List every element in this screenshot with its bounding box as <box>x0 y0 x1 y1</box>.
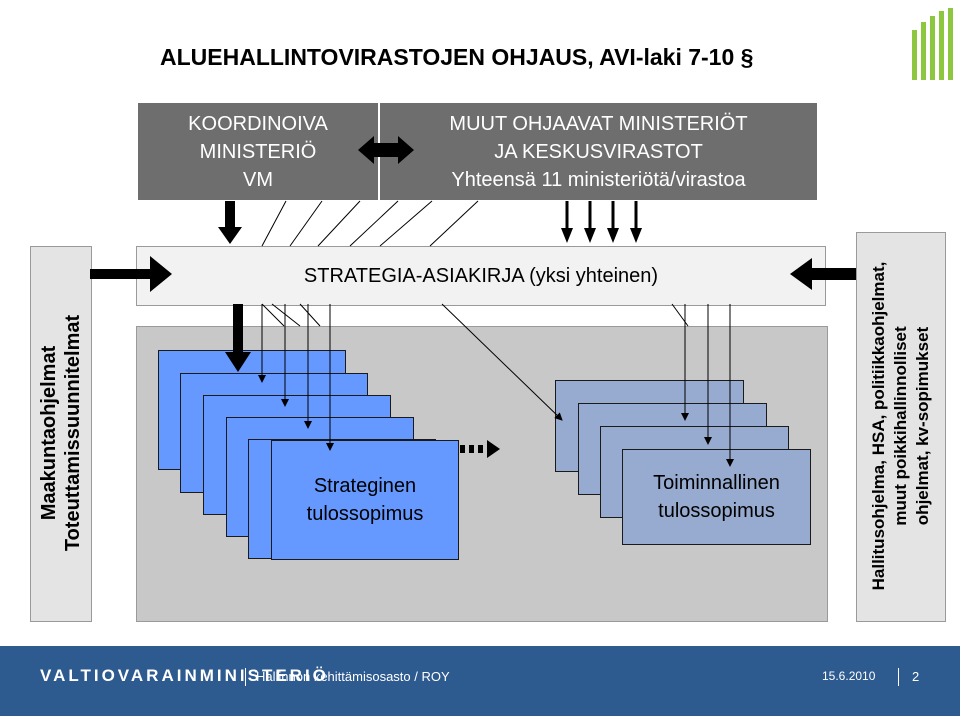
left-side-panel: Maakuntaohjelmat Toteuttamissuunnitelmat <box>30 246 92 622</box>
right-panel-arrow-icon <box>790 258 856 290</box>
other-line2: JA KESKUSVIRASTOT <box>494 140 703 163</box>
logo-bars-icon <box>912 8 953 80</box>
other-ministries-box: MUUT OHJAAVAT MINISTERIÖT JA KESKUSVIRAS… <box>380 103 817 200</box>
strategic-line2: tulossopimus <box>306 503 424 525</box>
coordinating-ministry-box: KOORDINOIVA MINISTERIÖ VM <box>138 103 378 200</box>
footer-bar: VALTIOVARAINMINISTERIÖ Hallinnon kehittä… <box>0 646 960 716</box>
right-side-panel: Hallitusohjelma, HSA, politiikkaohjelmat… <box>856 232 946 622</box>
strategy-document-label: STRATEGIA-ASIAKIRJA (yksi yhteinen) <box>303 264 659 287</box>
double-arrow-icon <box>358 136 414 164</box>
small-down-arrows-icon <box>561 201 642 243</box>
coordinating-line3: VM <box>243 168 273 191</box>
dashed-arrow-icon <box>460 440 500 458</box>
coordinating-line2: MINISTERIÖ <box>199 140 317 163</box>
page-title: ALUEHALLINTOVIRASTOJEN OHJAUS, AVI-laki … <box>160 44 754 70</box>
other-line3: Yhteensä 11 ministeriötä/virastoa <box>451 168 746 191</box>
footer-department: Hallinnon kehittämisosasto / ROY <box>256 669 450 684</box>
left-panel-arrow-icon <box>90 256 172 292</box>
thick-arrow-strategic-icon <box>225 304 251 372</box>
footer-divider-2 <box>898 668 899 686</box>
connector-arrows <box>90 136 856 467</box>
strategic-agreement-card: Strateginen tulossopimus <box>271 440 459 560</box>
other-line1: MUUT OHJAAVAT MINISTERIÖT <box>449 112 748 135</box>
operational-agreement-card: Toiminnallinen tulossopimus <box>622 449 811 545</box>
operational-line1: Toiminnallinen <box>653 472 780 494</box>
footer-date: 15.6.2010 <box>822 669 876 683</box>
strategic-line1: Strateginen <box>313 475 417 497</box>
operational-line2: tulossopimus <box>658 500 775 522</box>
footer-page-number: 2 <box>912 669 920 684</box>
coordinating-line1: KOORDINOIVA <box>188 112 328 135</box>
footer-divider <box>245 668 246 686</box>
thick-arrow-vm-icon <box>218 201 242 244</box>
footer-logo: VALTIOVARAINMINISTERIÖ <box>40 666 329 685</box>
